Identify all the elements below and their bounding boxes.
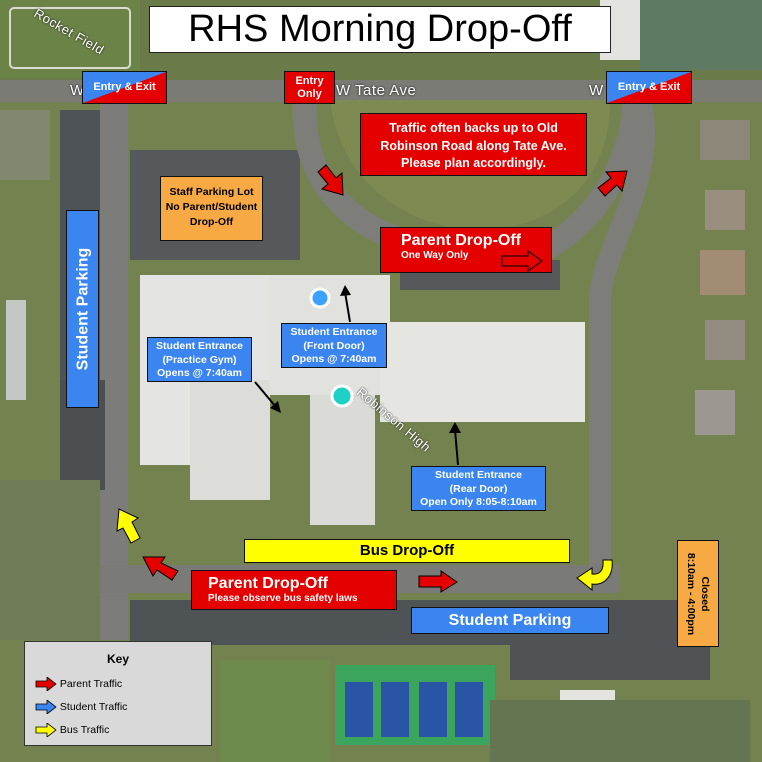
bus-traffic-arrow-left-icon: [116, 508, 141, 544]
entry-exit-west-label: Entry & Exit: [82, 71, 167, 104]
staff-parking-label: Staff Parking Lot No Parent/Student Drop…: [160, 176, 263, 241]
parent-traffic-arrow-bottom-right-icon: [418, 570, 458, 593]
key-item-parent-label: Parent Traffic: [59, 677, 123, 690]
parent-dropoff-bottom-label: Parent Drop-Off Please observe bus safet…: [191, 570, 397, 610]
front-door-pointer-icon: [340, 285, 351, 323]
staff-parking-line1: Staff Parking Lot: [169, 186, 254, 198]
entrance-front-line2: (Front Door): [303, 339, 365, 352]
parent-traffic-arrow-exit-icon: [597, 170, 628, 197]
entrance-rear-line2: (Rear Door): [449, 482, 508, 495]
parent-dropoff-top-label: Parent Drop-Off One Way Only: [380, 227, 552, 273]
map-key: Key Parent Traffic Student Traffic Bus T…: [24, 641, 212, 746]
parent-dropoff-top-title: Parent Drop-Off: [401, 232, 521, 249]
entrance-rear-line1: Student Entrance: [435, 469, 522, 481]
staff-parking-line2: No Parent/Student Drop-Off: [165, 201, 258, 229]
red-arrow-icon: [35, 676, 57, 692]
entrance-gym-line3: Opens @ 7:40am: [157, 367, 242, 380]
entrance-rear-line3: Open Only 8:05-8:10am: [420, 496, 537, 509]
parent-dropoff-top-sub: One Way Only: [401, 250, 469, 262]
entrance-rear-door-label: Student Entrance (Rear Door) Open Only 8…: [411, 466, 546, 511]
traffic-notice: Traffic often backs up to Old Robinson R…: [360, 113, 587, 176]
key-item-bus-label: Bus Traffic: [59, 723, 110, 736]
closed-line2: 8:10am - 4:00pm: [685, 552, 697, 635]
yellow-arrow-icon: [35, 722, 57, 738]
entrance-gym-line2: (Practice Gym): [162, 353, 237, 366]
entrance-gym-line1: Student Entrance: [156, 340, 243, 352]
street-label-w-left: W: [70, 82, 85, 99]
parent-dropoff-bottom-title: Parent Drop-Off: [208, 575, 328, 592]
key-item-student-label: Student Traffic: [59, 700, 128, 713]
entrance-front-door-label: Student Entrance (Front Door) Opens @ 7:…: [281, 323, 387, 368]
closed-label: Closed 8:10am - 4:00pm: [677, 540, 719, 647]
blue-arrow-icon: [35, 699, 57, 715]
gym-pointer-icon: [254, 381, 281, 413]
parent-traffic-arrow-oneway-icon: [501, 250, 543, 272]
street-label-tate-ave: W Tate Ave: [336, 82, 417, 99]
parent-dropoff-bottom-sub: Please observe bus safety laws: [208, 593, 358, 605]
street-label-w-right: W: [589, 82, 604, 99]
parent-traffic-arrow-bottom-left-icon: [142, 556, 179, 581]
key-title: Key: [106, 652, 129, 666]
entrance-front-line3: Opens @ 7:40am: [291, 353, 377, 366]
entrance-practice-gym-label: Student Entrance (Practice Gym) Opens @ …: [147, 337, 252, 382]
student-parking-left-label: Student Parking: [66, 210, 99, 408]
entry-only-label: Entry Only: [284, 71, 335, 104]
student-parking-bottom-label: Student Parking: [411, 607, 609, 634]
key-item-bus: Bus Traffic: [35, 722, 110, 738]
parent-traffic-arrow-entry-icon: [317, 164, 344, 196]
entry-exit-east-label: Entry & Exit: [606, 71, 692, 104]
entrance-front-line1: Student Entrance: [290, 326, 378, 338]
rear-door-pointer-icon: [449, 422, 461, 466]
bus-dropoff-label: Bus Drop-Off: [244, 539, 570, 563]
key-item-student: Student Traffic: [35, 699, 128, 715]
bus-traffic-arrow-right-icon: [576, 559, 613, 592]
closed-text: Closed 8:10am - 4:00pm: [684, 552, 712, 634]
page-title: RHS Morning Drop-Off: [149, 6, 611, 53]
key-item-parent: Parent Traffic: [35, 676, 123, 692]
closed-line1: Closed: [699, 575, 712, 612]
